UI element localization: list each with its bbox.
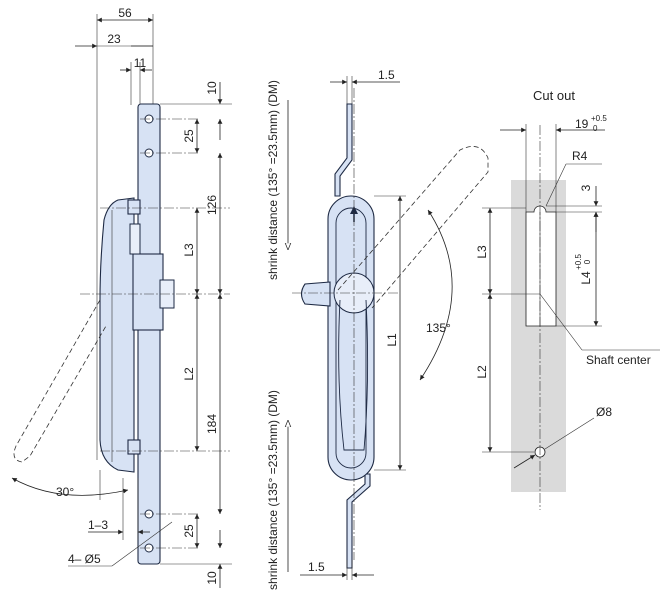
dim-cut-L2-label: L2	[475, 365, 489, 379]
front-handle-inner	[335, 207, 367, 469]
dim-23-label: 23	[107, 32, 121, 46]
lock-housing	[132, 253, 164, 331]
cutout-slot	[525, 205, 557, 327]
cutout-view: Cut out 19 +0.5 0 R4 3 L4 +0.5 0	[475, 88, 660, 510]
radius-leader	[545, 163, 567, 207]
diameter-leader-a	[513, 454, 536, 469]
bottom-strip	[346, 473, 371, 569]
dim-L2-label: L2	[182, 367, 196, 381]
radius-label: R4	[572, 149, 588, 163]
dim-10-top-label: 10	[205, 81, 219, 95]
dim-1-3-label: 1–3	[88, 518, 108, 532]
dim-25-top-label: 25	[182, 129, 196, 143]
front-view: shrink distance (135° =23.5mm) (DM) shri…	[266, 68, 489, 590]
front-open-handle-outline	[337, 146, 489, 309]
dim-L4-tol-upper: +0.5	[574, 254, 583, 270]
dim-1-5-bottom-label: 1.5	[308, 560, 325, 574]
shaft-center-leader	[539, 293, 583, 351]
dim-19-label: 19	[575, 117, 589, 131]
handle-body	[99, 197, 135, 473]
dim-L4-tol-lower: 0	[583, 259, 592, 264]
dim-19-tol-lower: 0	[593, 124, 598, 133]
latch-block	[129, 223, 141, 255]
dim-3-label: 3	[579, 184, 593, 191]
angle-30-label: 30°	[56, 485, 74, 499]
front-handle-body	[327, 195, 375, 481]
dim-11-label: 11	[134, 56, 147, 70]
shaft-center-label: Shaft center	[586, 353, 651, 367]
hinge-top	[127, 199, 141, 215]
top-strip	[334, 103, 353, 197]
diameter-leader-b	[544, 417, 595, 450]
dim-126-label: 126	[205, 195, 219, 215]
side-view: 56 23 11	[11, 6, 232, 588]
dim-10-bottom-label: 10	[205, 571, 219, 585]
dim-19-tol-upper: +0.5	[591, 114, 607, 123]
hinge-bottom	[127, 439, 141, 455]
holes-leader	[111, 521, 173, 567]
backplate	[137, 103, 161, 565]
dim-184-label: 184	[205, 414, 219, 434]
dim-25-bottom-label: 25	[182, 524, 196, 538]
angle-135-arc	[419, 209, 453, 381]
diameter-label: Ø8	[596, 405, 612, 419]
dim-cut-L3-label: L3	[475, 245, 489, 259]
angle-135-label: 135°	[426, 321, 451, 335]
dim-1-5-top-label: 1.5	[378, 68, 395, 82]
cutout-title: Cut out	[533, 88, 575, 103]
angle-30-arc	[11, 477, 129, 496]
open-handle-outline	[13, 299, 107, 463]
dim-L1-label: L1	[385, 333, 399, 347]
holes-label: 4– Ø5	[68, 552, 101, 566]
dim-L4-label: L4	[579, 271, 593, 285]
shrink-text-bottom: shrink distance (135° =23.5mm) (DM)	[266, 390, 280, 590]
dim-L3-label: L3	[182, 243, 196, 257]
key-tab	[300, 281, 331, 307]
dim-56-label: 56	[118, 6, 132, 20]
shrink-text-top: shrink distance (135° =23.5mm) (DM)	[266, 80, 280, 280]
